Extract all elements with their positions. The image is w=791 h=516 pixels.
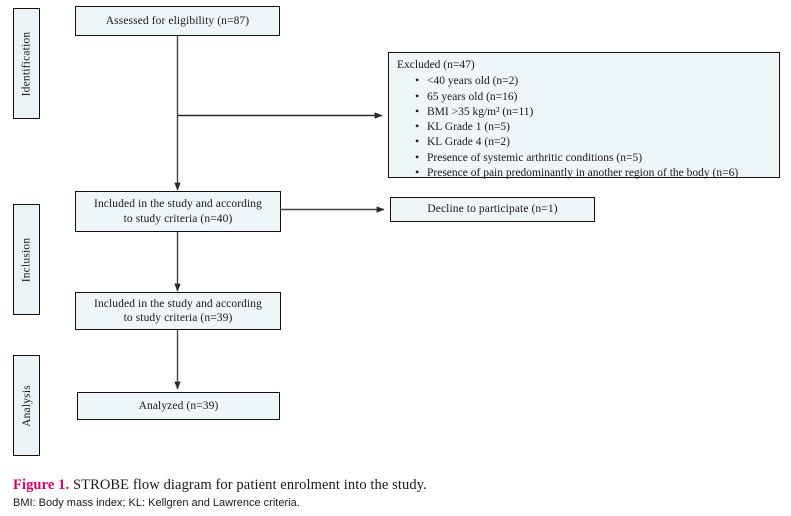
stage-label-identification: Identification	[13, 8, 40, 119]
figure-caption-abbreviations: BMI: Body mass index; KL: Kellgren and L…	[13, 496, 300, 509]
excluded-item: KL Grade 1 (n=5)	[415, 119, 771, 135]
figure-caption-title: STROBE flow diagram for patient enrolmen…	[69, 477, 427, 493]
node-included-in-study-39-text: Included in the study and according to s…	[94, 297, 262, 324]
figure-caption-title-line: Figure 1. STROBE flow diagram for patien…	[13, 477, 783, 494]
node-included-in-study-40-text: Included in the study and according to s…	[94, 198, 262, 225]
node-decline-to-participate-text: Decline to participate (n=1)	[427, 203, 558, 216]
node-assessed-for-eligibility-text: Assessed for eligibility (n=87)	[105, 14, 250, 27]
stage-label-identification-text: Identification	[20, 31, 33, 96]
node-decline-to-participate: Decline to participate (n=1)	[390, 197, 595, 222]
excluded-item: Presence of pain predominantly in anothe…	[415, 165, 771, 181]
node-analyzed: Analyzed (n=39)	[77, 392, 280, 420]
excluded-title: Excluded (n=47)	[397, 59, 475, 71]
node-analyzed-text: Analyzed (n=39)	[138, 399, 219, 412]
node-excluded-list: Excluded (n=47) <40 years old (n=2) 65 y…	[388, 52, 780, 181]
excluded-item: KL Grade 4 (n=2)	[415, 134, 771, 150]
stage-label-analysis-text: Analysis	[20, 384, 33, 427]
stage-label-analysis: Analysis	[13, 355, 40, 456]
figure-caption: Figure 1. STROBE flow diagram for patien…	[13, 477, 783, 510]
stage-label-inclusion: Inclusion	[13, 204, 40, 315]
excluded-item-list: <40 years old (n=2) 65 years old (n=16) …	[397, 73, 771, 181]
node-included-in-study-39: Included in the study and according to s…	[75, 292, 281, 330]
excluded-item: <40 years old (n=2)	[415, 73, 771, 89]
node-assessed-for-eligibility: Assessed for eligibility (n=87)	[75, 6, 280, 36]
excluded-item: Presence of systemic arthritic condition…	[415, 150, 771, 166]
excluded-item: 65 years old (n=16)	[415, 89, 771, 105]
excluded-item: BMI >35 kg/m² (n=11)	[415, 104, 771, 120]
node-included-in-study-40: Included in the study and according to s…	[75, 191, 281, 232]
stage-label-inclusion-text: Inclusion	[20, 237, 33, 282]
figure-number: Figure 1.	[13, 477, 70, 493]
